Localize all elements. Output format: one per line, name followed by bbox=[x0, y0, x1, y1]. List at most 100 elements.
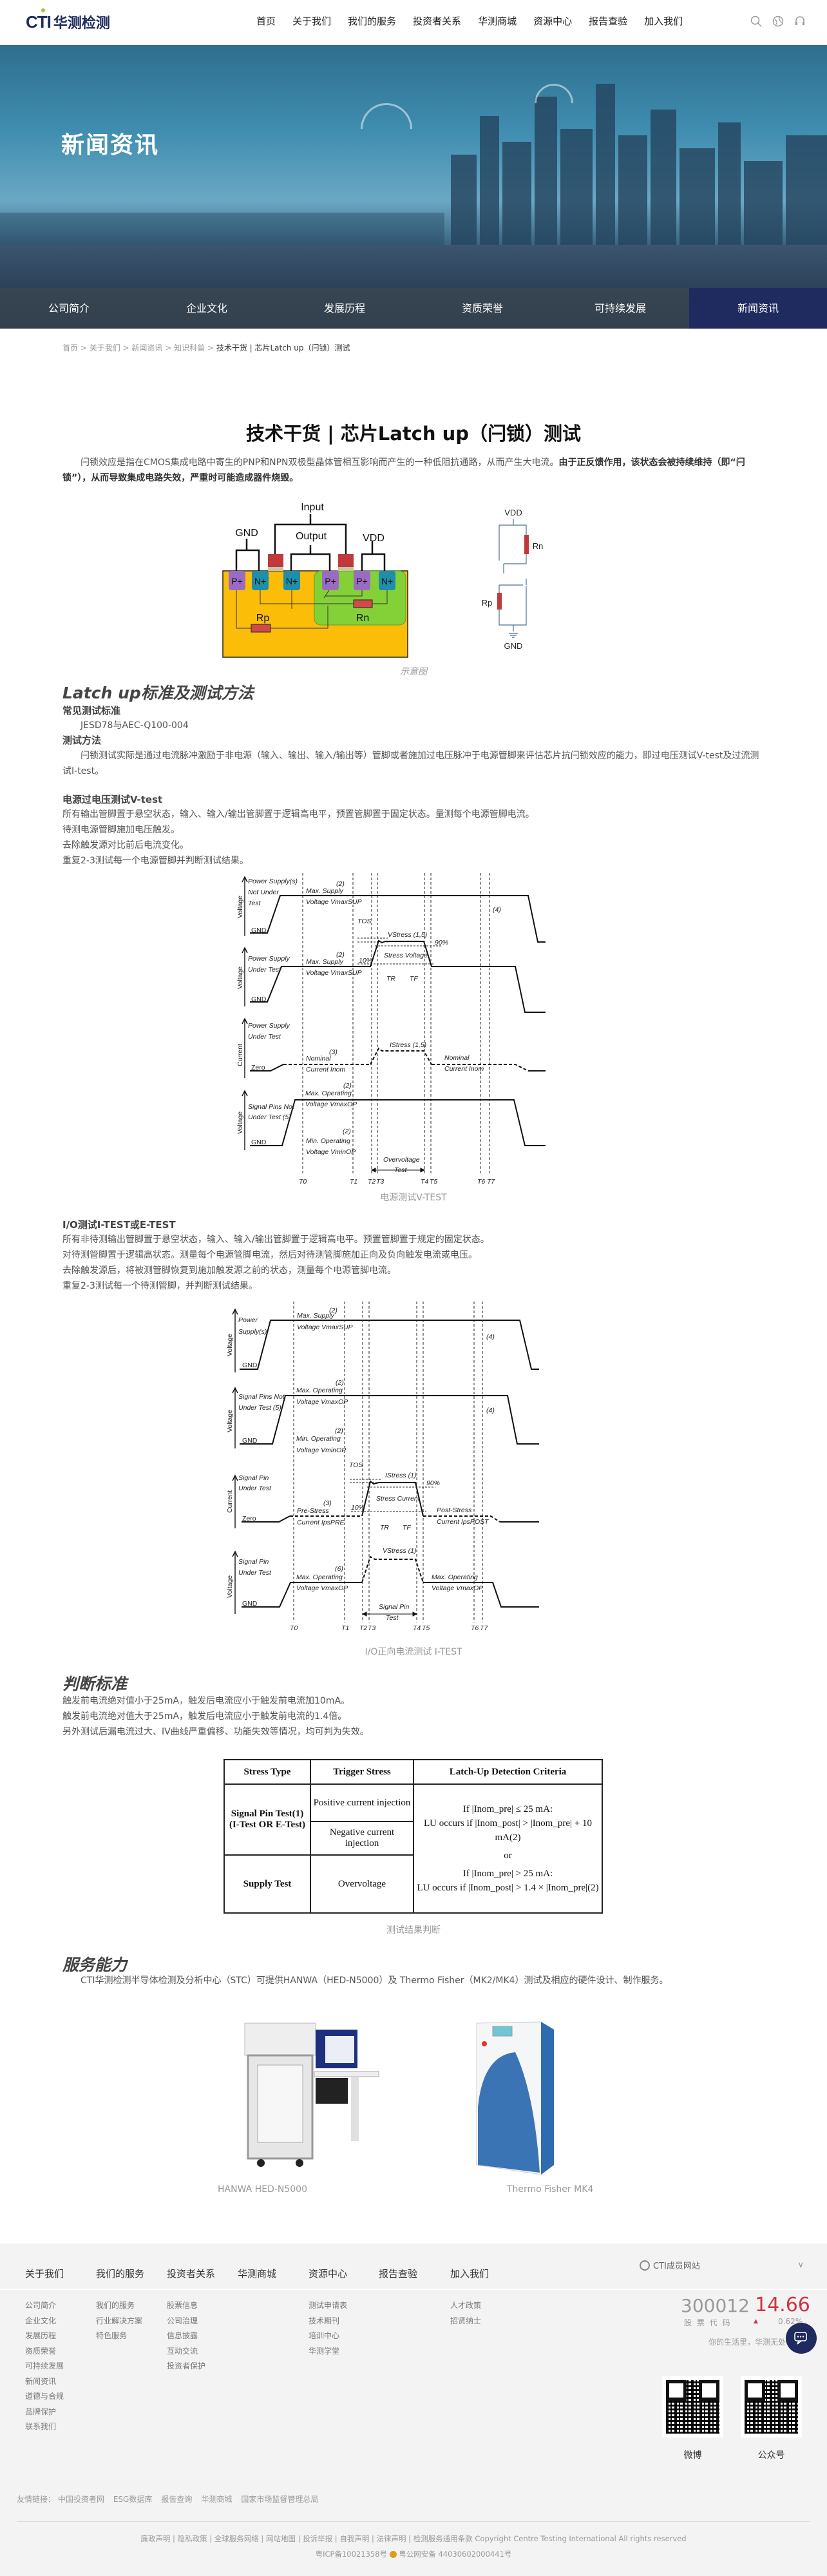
nav-investors[interactable]: 投资者关系 bbox=[413, 15, 462, 27]
footer-link[interactable]: 信息披露 bbox=[167, 2331, 198, 2340]
itest-step: 重复2-3测试每一个待测管脚，并判断测试结果。 bbox=[62, 1281, 258, 1291]
icp-link[interactable]: 粤ICP备10021358号 bbox=[315, 2550, 387, 2559]
footer-link[interactable]: 人才政策 bbox=[450, 2301, 482, 2310]
t-label: T6 bbox=[471, 1624, 479, 1632]
subnav-company-profile[interactable]: 公司简介 bbox=[48, 302, 90, 314]
footer-link[interactable]: 联系我们 bbox=[25, 2422, 57, 2431]
circuit-gnd: GND bbox=[504, 641, 523, 651]
footer-col-title[interactable]: 关于我们 bbox=[25, 2268, 64, 2280]
axis-voltage: Voltage bbox=[236, 1111, 244, 1134]
t-label: T0 bbox=[290, 1624, 298, 1632]
nominal-current: Current Inom bbox=[444, 1065, 484, 1073]
nav-join[interactable]: 加入我们 bbox=[644, 15, 683, 27]
note: (4) bbox=[493, 906, 501, 914]
note: (2) bbox=[343, 1128, 351, 1135]
logo-cn: 华测检测 bbox=[53, 15, 110, 32]
footer-col-title[interactable]: 投资者关系 bbox=[167, 2268, 216, 2280]
subnav-history[interactable]: 发展历程 bbox=[323, 302, 365, 314]
footer-link[interactable]: 投资者保护 bbox=[167, 2361, 206, 2370]
footer-link[interactable]: 互动交流 bbox=[167, 2346, 198, 2356]
t-label: T6 bbox=[477, 1178, 485, 1186]
footer-link[interactable]: 技术期刊 bbox=[309, 2316, 340, 2325]
nav-home[interactable]: 首页 bbox=[256, 15, 276, 27]
footer-link[interactable]: 企业文化 bbox=[25, 2316, 57, 2325]
breadcrumb-about[interactable]: 关于我们 bbox=[89, 343, 120, 352]
friendly-link[interactable]: 中国投资者网 bbox=[57, 2495, 104, 2504]
member-site-select[interactable]: CTI成员网站 ∨ bbox=[640, 2259, 804, 2271]
search-icon[interactable] bbox=[750, 15, 763, 28]
footer-link[interactable]: 测试申请表 bbox=[309, 2301, 348, 2310]
table-caption: 测试结果判断 bbox=[386, 1925, 441, 1936]
footer-col-title[interactable]: 我们的服务 bbox=[96, 2268, 145, 2280]
footer-col-title[interactable]: 报告查验 bbox=[379, 2268, 418, 2280]
footer-link[interactable]: 可持续发展 bbox=[25, 2361, 64, 2370]
nav-about[interactable]: 关于我们 bbox=[292, 15, 332, 27]
criteria-3: If |Inom_pre| > 25 mA: bbox=[462, 1869, 553, 1879]
friendly-link[interactable]: 国家市场监督管理总局 bbox=[241, 2495, 319, 2504]
footer-link[interactable]: 发展历程 bbox=[25, 2331, 57, 2340]
equip-caption-hanwa: HANWA HED-N5000 bbox=[218, 2184, 307, 2195]
nav-services[interactable]: 我们的服务 bbox=[348, 15, 397, 27]
axis-current: Current bbox=[226, 1490, 234, 1513]
footer-link[interactable]: 华测学堂 bbox=[309, 2346, 340, 2356]
footer-link[interactable]: 道德与合规 bbox=[25, 2392, 64, 2401]
footer-link[interactable]: 招贤纳士 bbox=[450, 2316, 482, 2325]
footer-link[interactable]: 我们的服务 bbox=[96, 2301, 135, 2310]
legal-link[interactable]: 自我声明 bbox=[339, 2534, 370, 2543]
footer-col-title[interactable]: 资源中心 bbox=[309, 2268, 348, 2280]
footer-link[interactable]: 培训中心 bbox=[309, 2331, 340, 2340]
nav-report-check[interactable]: 报告查验 bbox=[589, 15, 628, 27]
footer-link[interactable]: 公司治理 bbox=[167, 2316, 198, 2325]
stock-code-label: 股 票 代 码 bbox=[684, 2318, 732, 2327]
std-label: 常见测试标准 bbox=[62, 705, 121, 716]
subnav-sustainability[interactable]: 可持续发展 bbox=[594, 302, 646, 314]
p10-label: 10% bbox=[359, 957, 372, 965]
t-label: T1 bbox=[341, 1624, 349, 1632]
footer-link[interactable]: 股票信息 bbox=[167, 2301, 198, 2310]
nav-mall[interactable]: 华测商城 bbox=[478, 15, 517, 27]
nav-resources[interactable]: 资源中心 bbox=[533, 15, 573, 27]
legal-link[interactable]: 投诉举报 bbox=[303, 2534, 333, 2543]
friendly-link[interactable]: ESG数据库 bbox=[113, 2495, 153, 2504]
legal-link[interactable]: 全球服务网络 bbox=[214, 2534, 259, 2543]
police-link[interactable]: 粤公网安备 44030602000441号 bbox=[399, 2550, 512, 2559]
legal-link[interactable]: 网站地图 bbox=[265, 2534, 296, 2543]
criteria-line: 触发前电流绝对值小于25mA，触发后电流应小于触发前电流加10mA。 bbox=[62, 1696, 350, 1706]
qr-label-weibo: 微博 bbox=[683, 2450, 702, 2461]
globe-icon[interactable] bbox=[772, 15, 784, 28]
t-label: T1 bbox=[350, 1178, 357, 1186]
legal-link[interactable]: 检测服务通用条款 bbox=[413, 2534, 473, 2543]
subnav-honors[interactable]: 资质荣誉 bbox=[461, 302, 503, 314]
footer-link[interactable]: 资质荣誉 bbox=[25, 2346, 57, 2356]
chat-button[interactable] bbox=[786, 2323, 817, 2354]
breadcrumb-home[interactable]: 首页 bbox=[62, 343, 79, 352]
legal-link[interactable]: 隐私政策 bbox=[177, 2534, 207, 2543]
footer-link[interactable]: 公司简介 bbox=[25, 2301, 57, 2310]
intro-bold-text: 由于正反馈作用，该状态会被持续维持（即“闩锁”），从而导致集成电路失效，严重时可… bbox=[62, 457, 745, 483]
subnav-culture[interactable]: 企业文化 bbox=[185, 302, 227, 314]
footer-link[interactable]: 品牌保护 bbox=[25, 2407, 57, 2416]
footer-link[interactable]: 新闻资讯 bbox=[25, 2376, 57, 2386]
subnav-news[interactable]: 新闻资讯 bbox=[689, 288, 827, 329]
vtest-step: 重复2-3测试每一个电源管脚并判断测试结果。 bbox=[62, 856, 249, 866]
axis-voltage: Voltage bbox=[226, 1575, 234, 1598]
footer-col-title[interactable]: 华测商城 bbox=[238, 2268, 277, 2280]
footer-link[interactable]: 特色服务 bbox=[96, 2331, 128, 2340]
legal-link[interactable]: 法律声明 bbox=[376, 2534, 406, 2543]
headset-icon[interactable] bbox=[794, 15, 806, 28]
criteria-lines: 触发前电流绝对值小于25mA，触发后电流应小于触发前电流加10mA。 触发前电流… bbox=[62, 1693, 765, 1740]
footer-col-title[interactable]: 加入我们 bbox=[450, 2268, 490, 2280]
t-label: T3 bbox=[368, 1624, 375, 1632]
friendly-link[interactable]: 华测商城 bbox=[201, 2495, 233, 2504]
breadcrumb-news[interactable]: 新闻资讯 bbox=[131, 343, 163, 352]
footer-link[interactable]: 行业解决方案 bbox=[96, 2316, 143, 2325]
legal-link[interactable]: 廉政声明 bbox=[140, 2534, 171, 2543]
axis-current: Current bbox=[236, 1044, 244, 1066]
max-op: Max. Operating bbox=[432, 1573, 478, 1581]
friendly-link[interactable]: 报告查询 bbox=[161, 2495, 193, 2504]
breadcrumb-knowledge[interactable]: 知识科普 bbox=[174, 343, 205, 352]
itest-step: 去除触发源后，将被测管脚恢复到施加触发源之前的状态，测量每个电源管脚电流。 bbox=[62, 1265, 396, 1276]
min-op-v: Voltage VminOP bbox=[306, 1148, 356, 1156]
